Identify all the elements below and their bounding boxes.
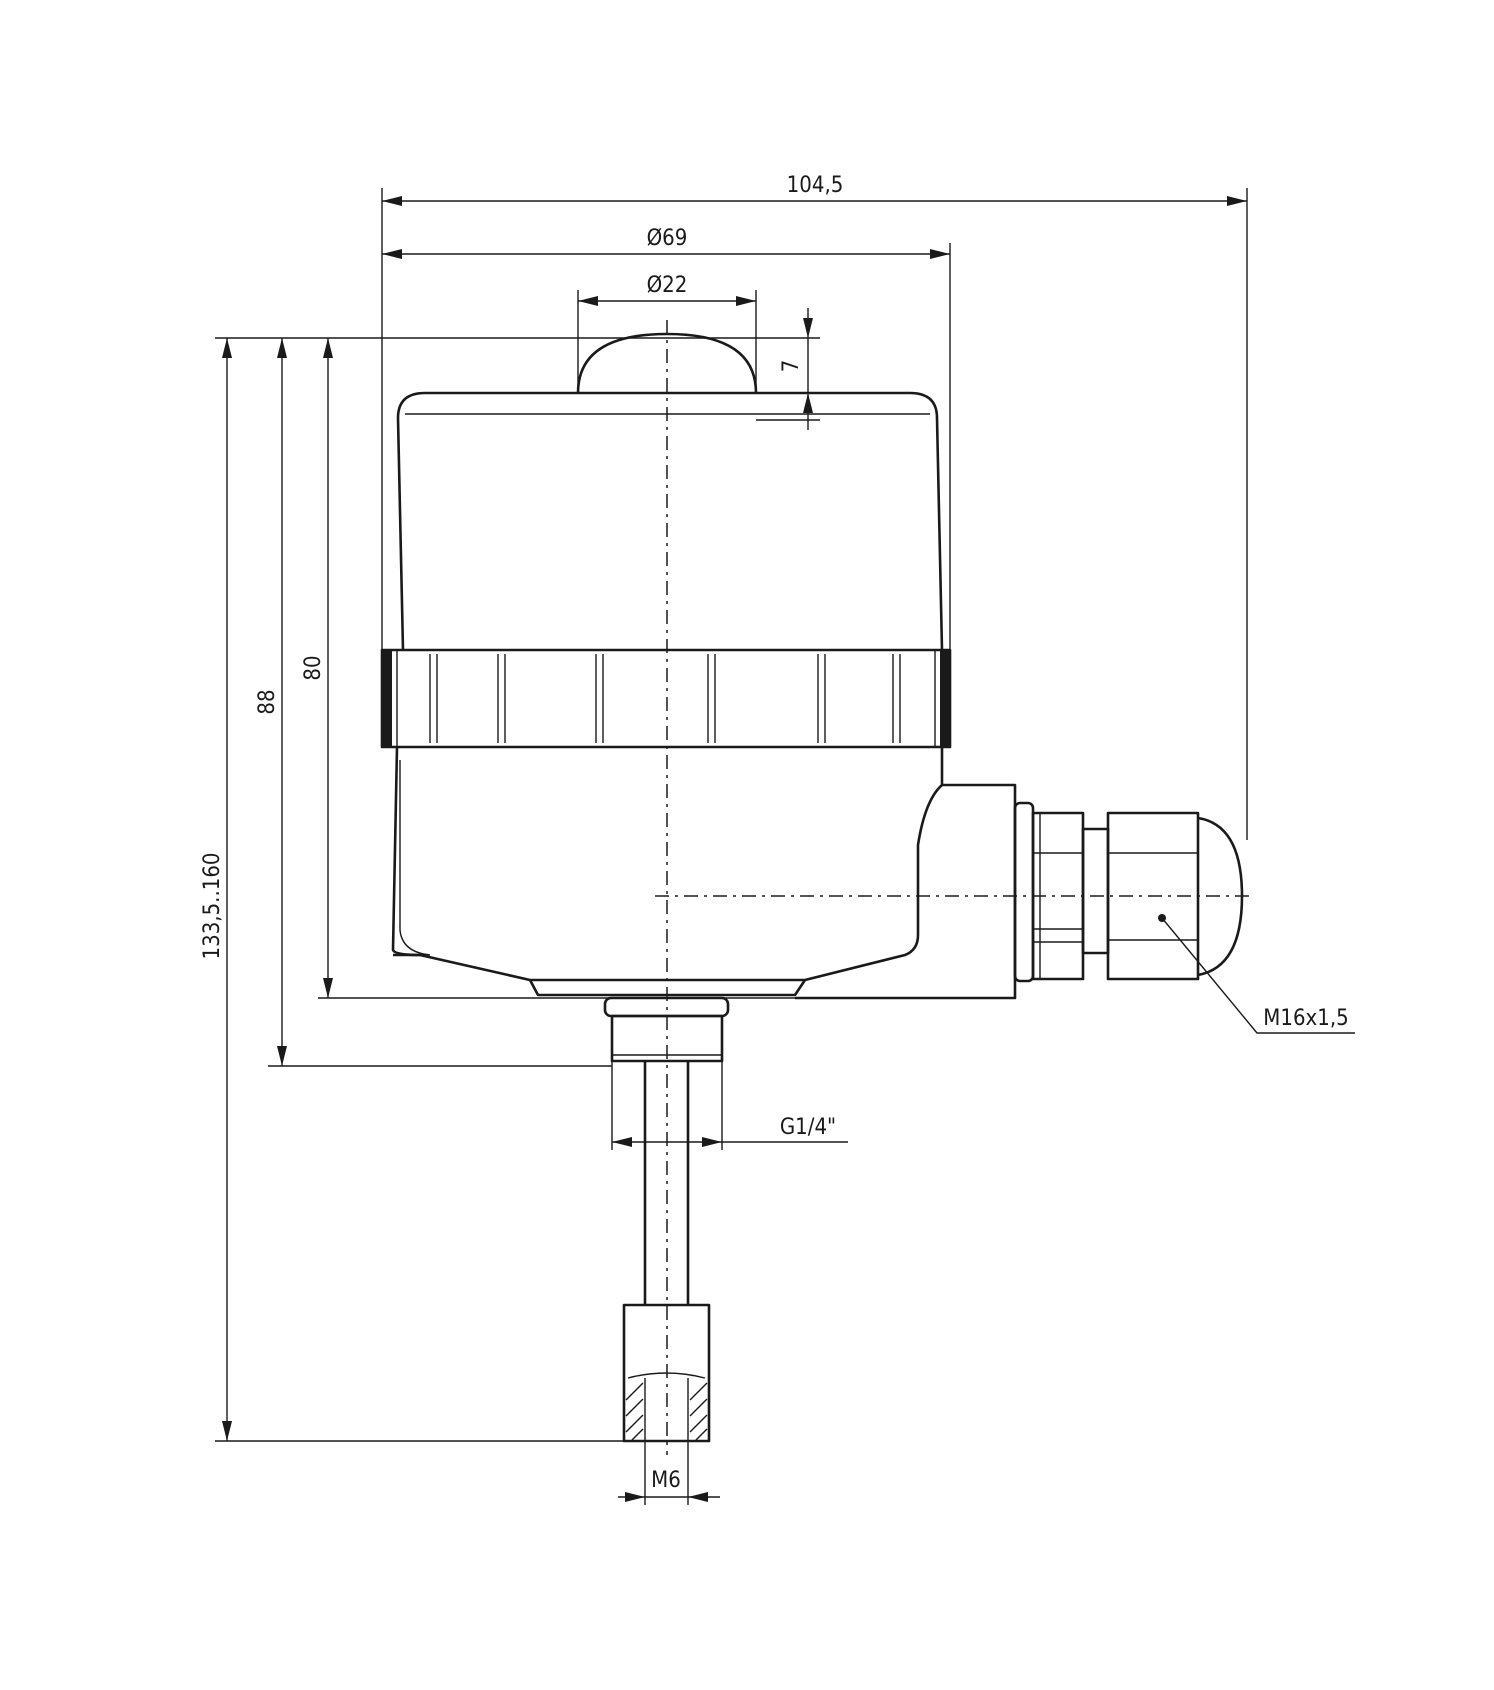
label-process-thread: G1/4" [780, 1115, 836, 1140]
ribbed-ring [380, 648, 952, 749]
label-probe-thread: M6 [651, 1468, 681, 1493]
cable-gland [1013, 801, 1244, 983]
dim-cap-diameter: Ø22 [647, 273, 688, 298]
dim-total-length: 133,5..160 [200, 853, 225, 960]
dimension-arrows [222, 196, 1247, 1502]
upper-housing [396, 391, 944, 651]
dim-cap-height: 7 [779, 360, 804, 373]
probe-tip [622, 1303, 711, 1443]
probe-rod [643, 1061, 690, 1305]
dim-height-to-thread: 88 [255, 689, 280, 714]
extension-lines [215, 188, 1248, 1505]
dim-body-diameter: Ø69 [647, 226, 688, 251]
dim-overall-width: 104,5 [787, 173, 844, 198]
dimension-lines [226, 200, 1355, 1498]
connection-box [795, 783, 1017, 1000]
label-cable-gland-thread: M16x1,5 [1263, 1006, 1348, 1031]
dim-body-height: 80 [301, 655, 326, 680]
device-body [380, 332, 1017, 1000]
